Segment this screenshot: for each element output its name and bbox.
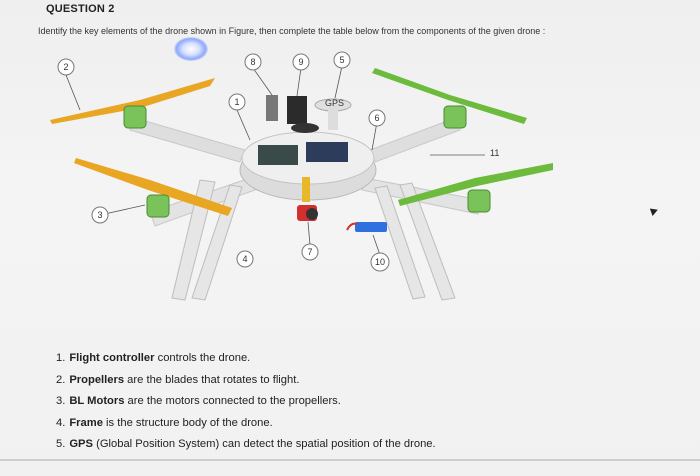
- question-title: QUESTION 2: [46, 3, 115, 15]
- propellers: [50, 68, 553, 216]
- callout-9: 9: [298, 57, 303, 67]
- motors: [123, 105, 491, 218]
- list-term: Propellers: [69, 373, 125, 386]
- list-number: 2.: [56, 373, 66, 386]
- list-term: Frame: [69, 416, 103, 429]
- question-instruction: Identify the key elements of the drone s…: [38, 26, 546, 36]
- list-term: GPS: [69, 438, 93, 451]
- callout-5: 5: [339, 55, 344, 65]
- battery: [346, 222, 387, 232]
- frame-arms: [129, 117, 481, 301]
- list-item: 3.BL Motors are the motors connected to …: [56, 395, 436, 417]
- leader-lines: [65, 65, 485, 256]
- list-number: 1.: [56, 352, 66, 364]
- callout-7: 7: [307, 247, 312, 257]
- callout-4: 4: [242, 254, 247, 264]
- list-term: BL Motors: [69, 395, 125, 408]
- callout-10: 10: [375, 257, 385, 267]
- list-number: 3.: [56, 395, 66, 408]
- answer-list: 1.Flight controller controls the drone. …: [56, 352, 436, 460]
- top-components: GPS: [266, 95, 352, 133]
- list-number: 4.: [56, 416, 66, 429]
- callout-2: 2: [63, 62, 68, 72]
- frame-body: [239, 131, 377, 202]
- callout-8: 8: [250, 57, 255, 67]
- divider: [0, 459, 700, 461]
- list-item: 1.Flight controller controls the drone.: [56, 352, 436, 374]
- callout-3: 3: [97, 210, 102, 220]
- list-text: controls the drone.: [154, 352, 251, 364]
- camera: [297, 205, 318, 221]
- list-number: 5.: [56, 438, 66, 451]
- callout-6: 6: [374, 113, 379, 123]
- list-term: Flight controller: [69, 352, 155, 364]
- list-item: 5.GPS (Global Position System) can detec…: [56, 438, 436, 460]
- list-text: are the blades that rotates to flight.: [124, 373, 300, 386]
- list-item: 4.Frame is the structure body of the dro…: [56, 417, 436, 439]
- list-text: are the motors connected to the propelle…: [124, 395, 341, 408]
- gps-label: GPS: [325, 98, 344, 108]
- list-text: (Global Position System) can detect the …: [92, 438, 436, 451]
- callout-labels: 2 3 1 4 8 9 5 6 7 10 11: [57, 51, 499, 272]
- light-glare: [174, 37, 208, 61]
- callout-1: 1: [234, 97, 239, 107]
- drone-figure: GPS 2 3: [50, 51, 553, 301]
- list-item: 2.Propellers are the blades that rotates…: [56, 374, 436, 396]
- list-text: is the structure body of the drone.: [102, 416, 273, 429]
- callout-11: 11: [490, 148, 499, 158]
